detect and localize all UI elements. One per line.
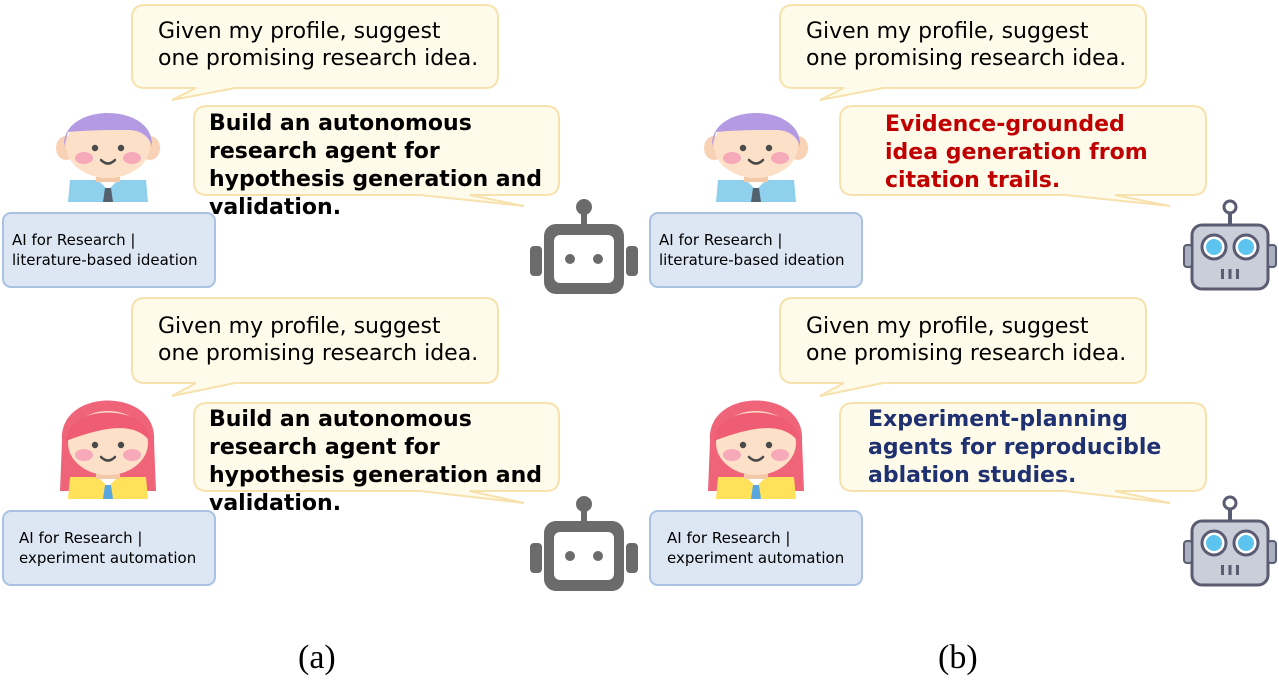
answer-bubble	[839, 105, 1207, 207]
question-bubble	[131, 4, 499, 101]
panel-caption: (a)	[298, 639, 336, 676]
profile-line: AI for Research |	[19, 529, 143, 547]
girl-avatar-icon	[58, 399, 158, 501]
profile-line: experiment automation	[19, 549, 197, 567]
profile-text: AI for Research | experiment automation	[667, 528, 867, 568]
question-text: Given my profile, suggest one promising …	[158, 314, 479, 366]
answer-text: Experiment-planning agents for reproduci…	[868, 407, 1162, 488]
answer-bubble	[839, 402, 1207, 504]
profile-line: AI for Research |	[12, 231, 136, 249]
question-bubble	[779, 297, 1147, 397]
profile-line: AI for Research |	[659, 231, 783, 249]
boy-avatar-icon	[54, 111, 162, 204]
profile-line: experiment automation	[667, 549, 845, 567]
question-text: Given my profile, suggest one promising …	[806, 314, 1127, 366]
boy-avatar-icon	[702, 111, 810, 204]
question-text: Given my profile, suggest one promising …	[806, 19, 1127, 71]
profile-line: AI for Research |	[667, 529, 791, 547]
panel-caption: (b)	[938, 639, 978, 676]
profile-line: literature-based ideation	[12, 251, 198, 269]
answer-bubble	[193, 402, 560, 504]
profile-box	[2, 212, 216, 288]
question-bubble	[131, 297, 499, 397]
personalized-robot-icon	[1182, 495, 1278, 587]
profile-box	[2, 510, 216, 586]
profile-line: literature-based ideation	[659, 251, 845, 269]
profile-text: AI for Research | literature-based ideat…	[12, 230, 212, 270]
answer-bubble	[193, 105, 560, 207]
profile-box	[649, 510, 863, 586]
question-text: Given my profile, suggest one promising …	[158, 19, 479, 71]
question-bubble	[779, 4, 1147, 101]
personalized-robot-icon	[1182, 199, 1278, 291]
answer-text: Build an autonomous research agent for h…	[209, 407, 543, 516]
girl-avatar-icon	[706, 399, 806, 501]
profile-text: AI for Research | experiment automation	[19, 528, 219, 568]
answer-text: Build an autonomous research agent for h…	[209, 111, 543, 220]
profile-text: AI for Research | literature-based ideat…	[659, 230, 859, 270]
answer-text: Evidence-grounded idea generation from c…	[885, 112, 1148, 193]
profile-box	[649, 212, 863, 288]
